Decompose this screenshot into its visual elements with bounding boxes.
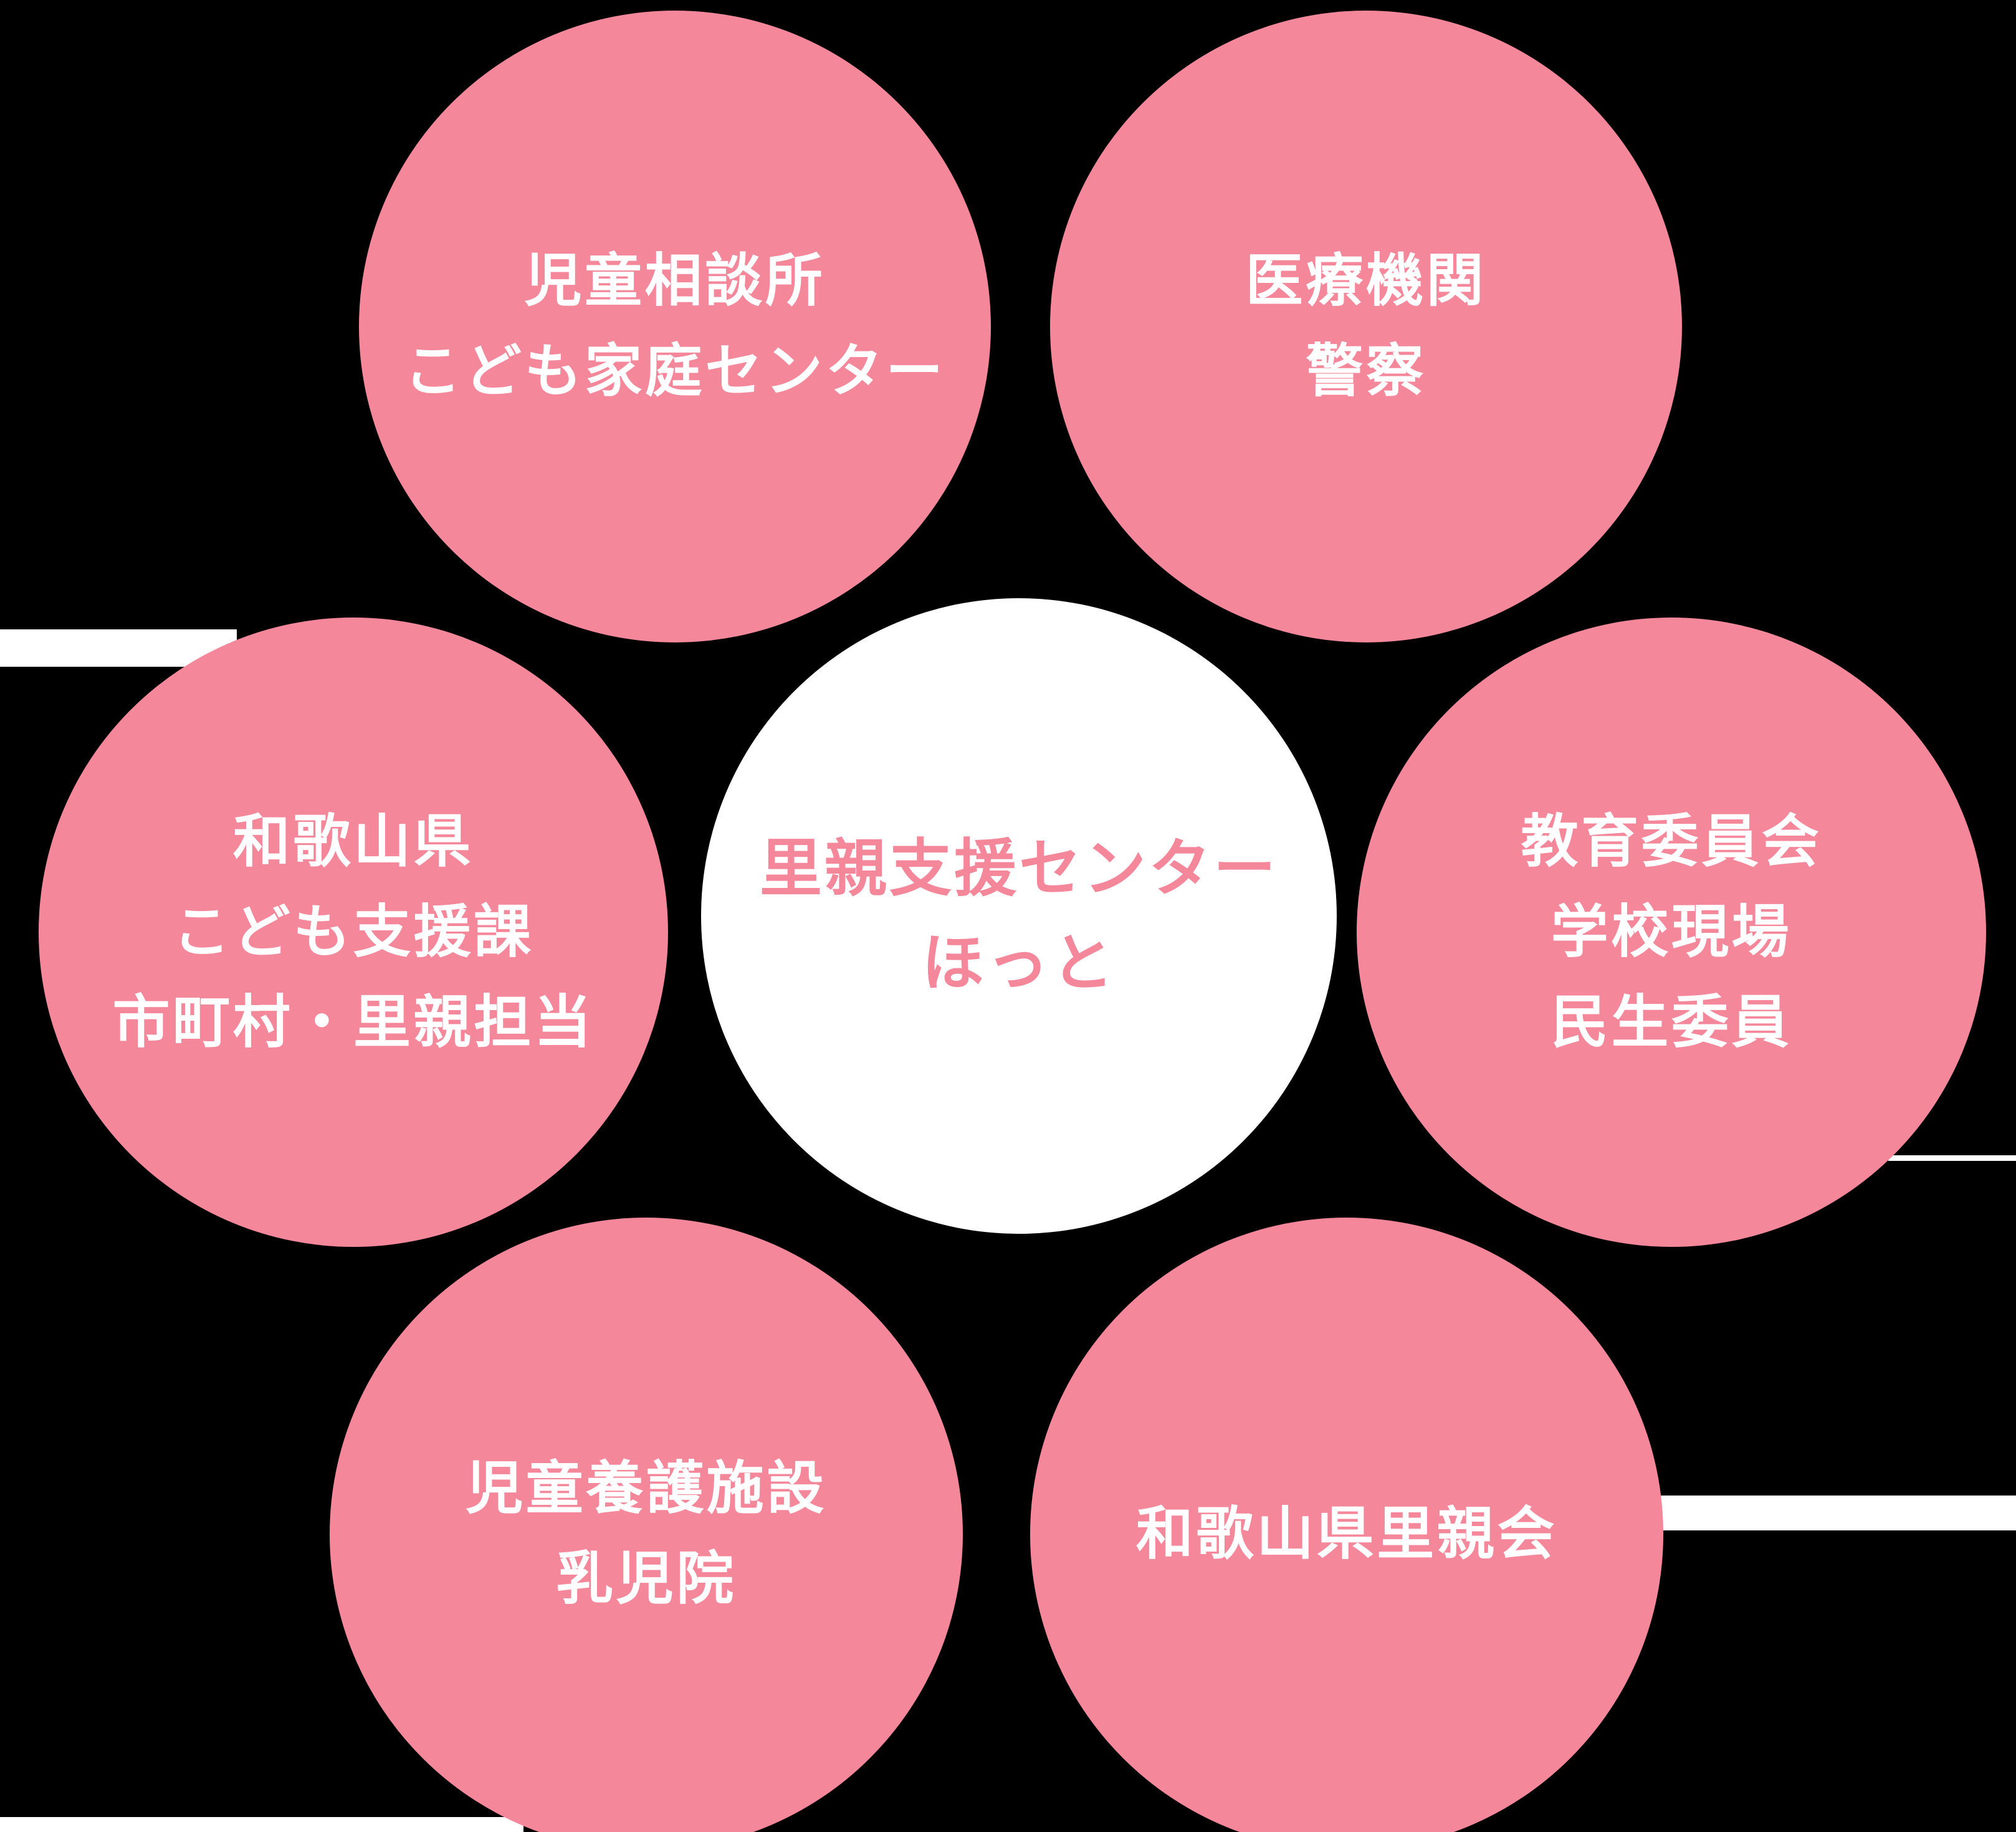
- circle-label-line: 和歌山県里親会: [1135, 1502, 1558, 1566]
- circle-label: 和歌山県里親会: [1136, 1489, 1557, 1580]
- circle-label-line: 和歌山県: [232, 809, 474, 874]
- satellite-circle-childcare-facilities: 児童養護施設 乳児院: [330, 1218, 963, 1832]
- circle-label: 教育委員会 学校現場 民生委員: [1521, 797, 1822, 1068]
- circle-label-line: 学校現場: [1550, 900, 1792, 964]
- circle-label-line: 教育委員会: [1521, 809, 1822, 874]
- satellite-circle-education-school: 教育委員会 学校現場 民生委員: [1357, 618, 1986, 1247]
- circle-label-line: 児童養護施設: [466, 1457, 827, 1520]
- circle-label-line: 市町村・里親担当: [112, 990, 595, 1054]
- satellite-circle-medical-police: 医療機関 警察: [1050, 11, 1682, 642]
- center-circle-foster-support-hub: 里親支援センター ほっと: [701, 598, 1337, 1234]
- circle-label-line: こども家庭センター: [404, 340, 946, 403]
- circle-label-line: 乳児院: [556, 1547, 737, 1611]
- circle-label-line: こども支援課: [173, 900, 534, 964]
- circle-label: 児童養護施設 乳児院: [466, 1444, 827, 1624]
- circle-label-line: 民生委員: [1550, 990, 1792, 1054]
- circle-label: 和歌山県 こども支援課 市町村・里親担当: [113, 797, 595, 1068]
- white-strip-right-upper: [1888, 1155, 2016, 1161]
- circle-label-line: 児童相談所: [524, 249, 826, 313]
- circle-label-line: 警察: [1306, 340, 1426, 403]
- circle-label-line: 医療機関: [1245, 249, 1487, 313]
- satellite-circle-prefecture-support: 和歌山県 こども支援課 市町村・里親担当: [39, 618, 668, 1247]
- white-strip-right-lower: [1645, 1496, 2016, 1530]
- satellite-circle-child-consultation: 児童相談所 こども家庭センター: [359, 11, 991, 642]
- satellite-circle-foster-parents-association: 和歌山県里親会: [1030, 1218, 1663, 1832]
- circle-label-line: 里親支援センター: [760, 834, 1278, 904]
- circle-label: 医療機関 警察: [1246, 236, 1486, 417]
- circle-label: 里親支援センター ほっと: [760, 821, 1278, 1011]
- white-strip-bottom-left: [0, 1817, 523, 1832]
- circle-label-line: ほっと: [922, 928, 1116, 998]
- circle-label: 児童相談所 こども家庭センター: [404, 236, 945, 417]
